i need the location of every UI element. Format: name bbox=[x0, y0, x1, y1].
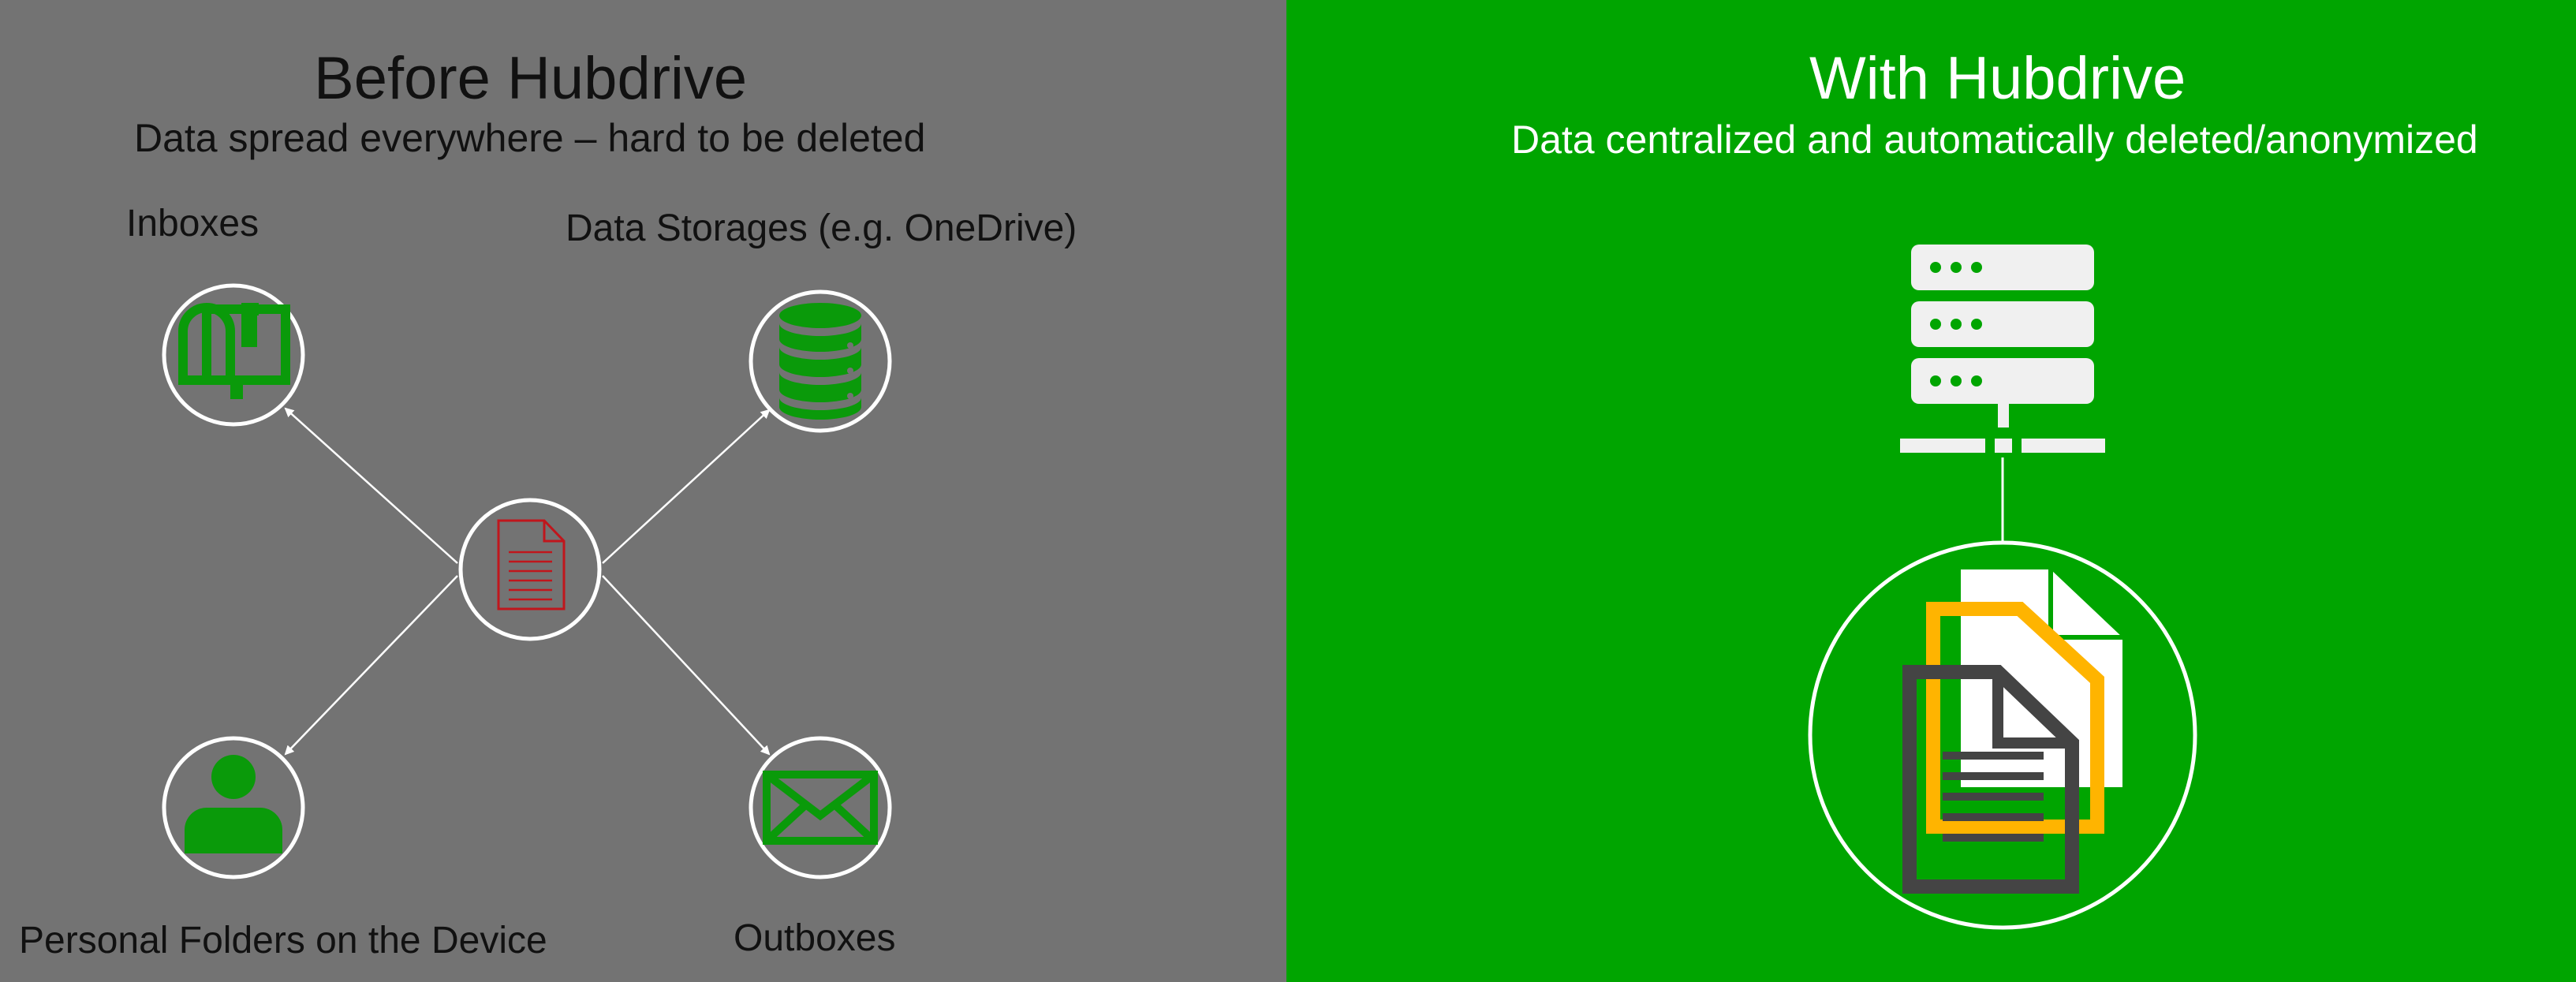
inboxes-node bbox=[162, 283, 305, 427]
label-outboxes: Outboxes bbox=[734, 917, 896, 959]
before-title: Before Hubdrive bbox=[314, 45, 748, 112]
database-icon bbox=[779, 303, 861, 420]
after-diagram bbox=[1808, 245, 2197, 930]
connection-arrows bbox=[284, 407, 771, 756]
center-document-node bbox=[458, 498, 602, 641]
with-hubdrive-panel: With Hubdrive Data centralized and autom… bbox=[1286, 0, 2576, 982]
after-subtitle: Data centralized and automatically delet… bbox=[1511, 118, 2478, 162]
documents-stack-icon bbox=[1902, 569, 2122, 894]
data-storages-node bbox=[749, 289, 892, 433]
central-store-node bbox=[1808, 540, 2197, 930]
arrow-to-personal bbox=[284, 575, 458, 756]
before-subtitle: Data spread everywhere – hard to be dele… bbox=[134, 116, 926, 160]
arrow-to-storages bbox=[602, 409, 771, 564]
document-icon bbox=[497, 519, 566, 610]
personal-folders-node bbox=[162, 736, 305, 879]
after-title: With Hubdrive bbox=[1809, 45, 2186, 112]
arrow-to-inboxes bbox=[284, 407, 458, 564]
label-data-storages: Data Storages (e.g. OneDrive) bbox=[566, 207, 1077, 249]
outboxes-node bbox=[749, 736, 892, 879]
mailbox-icon bbox=[178, 303, 290, 399]
server-icon bbox=[1900, 245, 2105, 453]
arrow-to-outboxes bbox=[602, 575, 771, 756]
label-personal-folders: Personal Folders on the Device bbox=[19, 920, 547, 961]
envelope-icon bbox=[763, 771, 878, 845]
label-inboxes: Inboxes bbox=[126, 203, 259, 245]
before-hubdrive-panel: Before Hubdrive Data spread everywhere –… bbox=[0, 0, 1286, 982]
before-diagram bbox=[162, 283, 892, 879]
person-icon bbox=[185, 755, 282, 853]
